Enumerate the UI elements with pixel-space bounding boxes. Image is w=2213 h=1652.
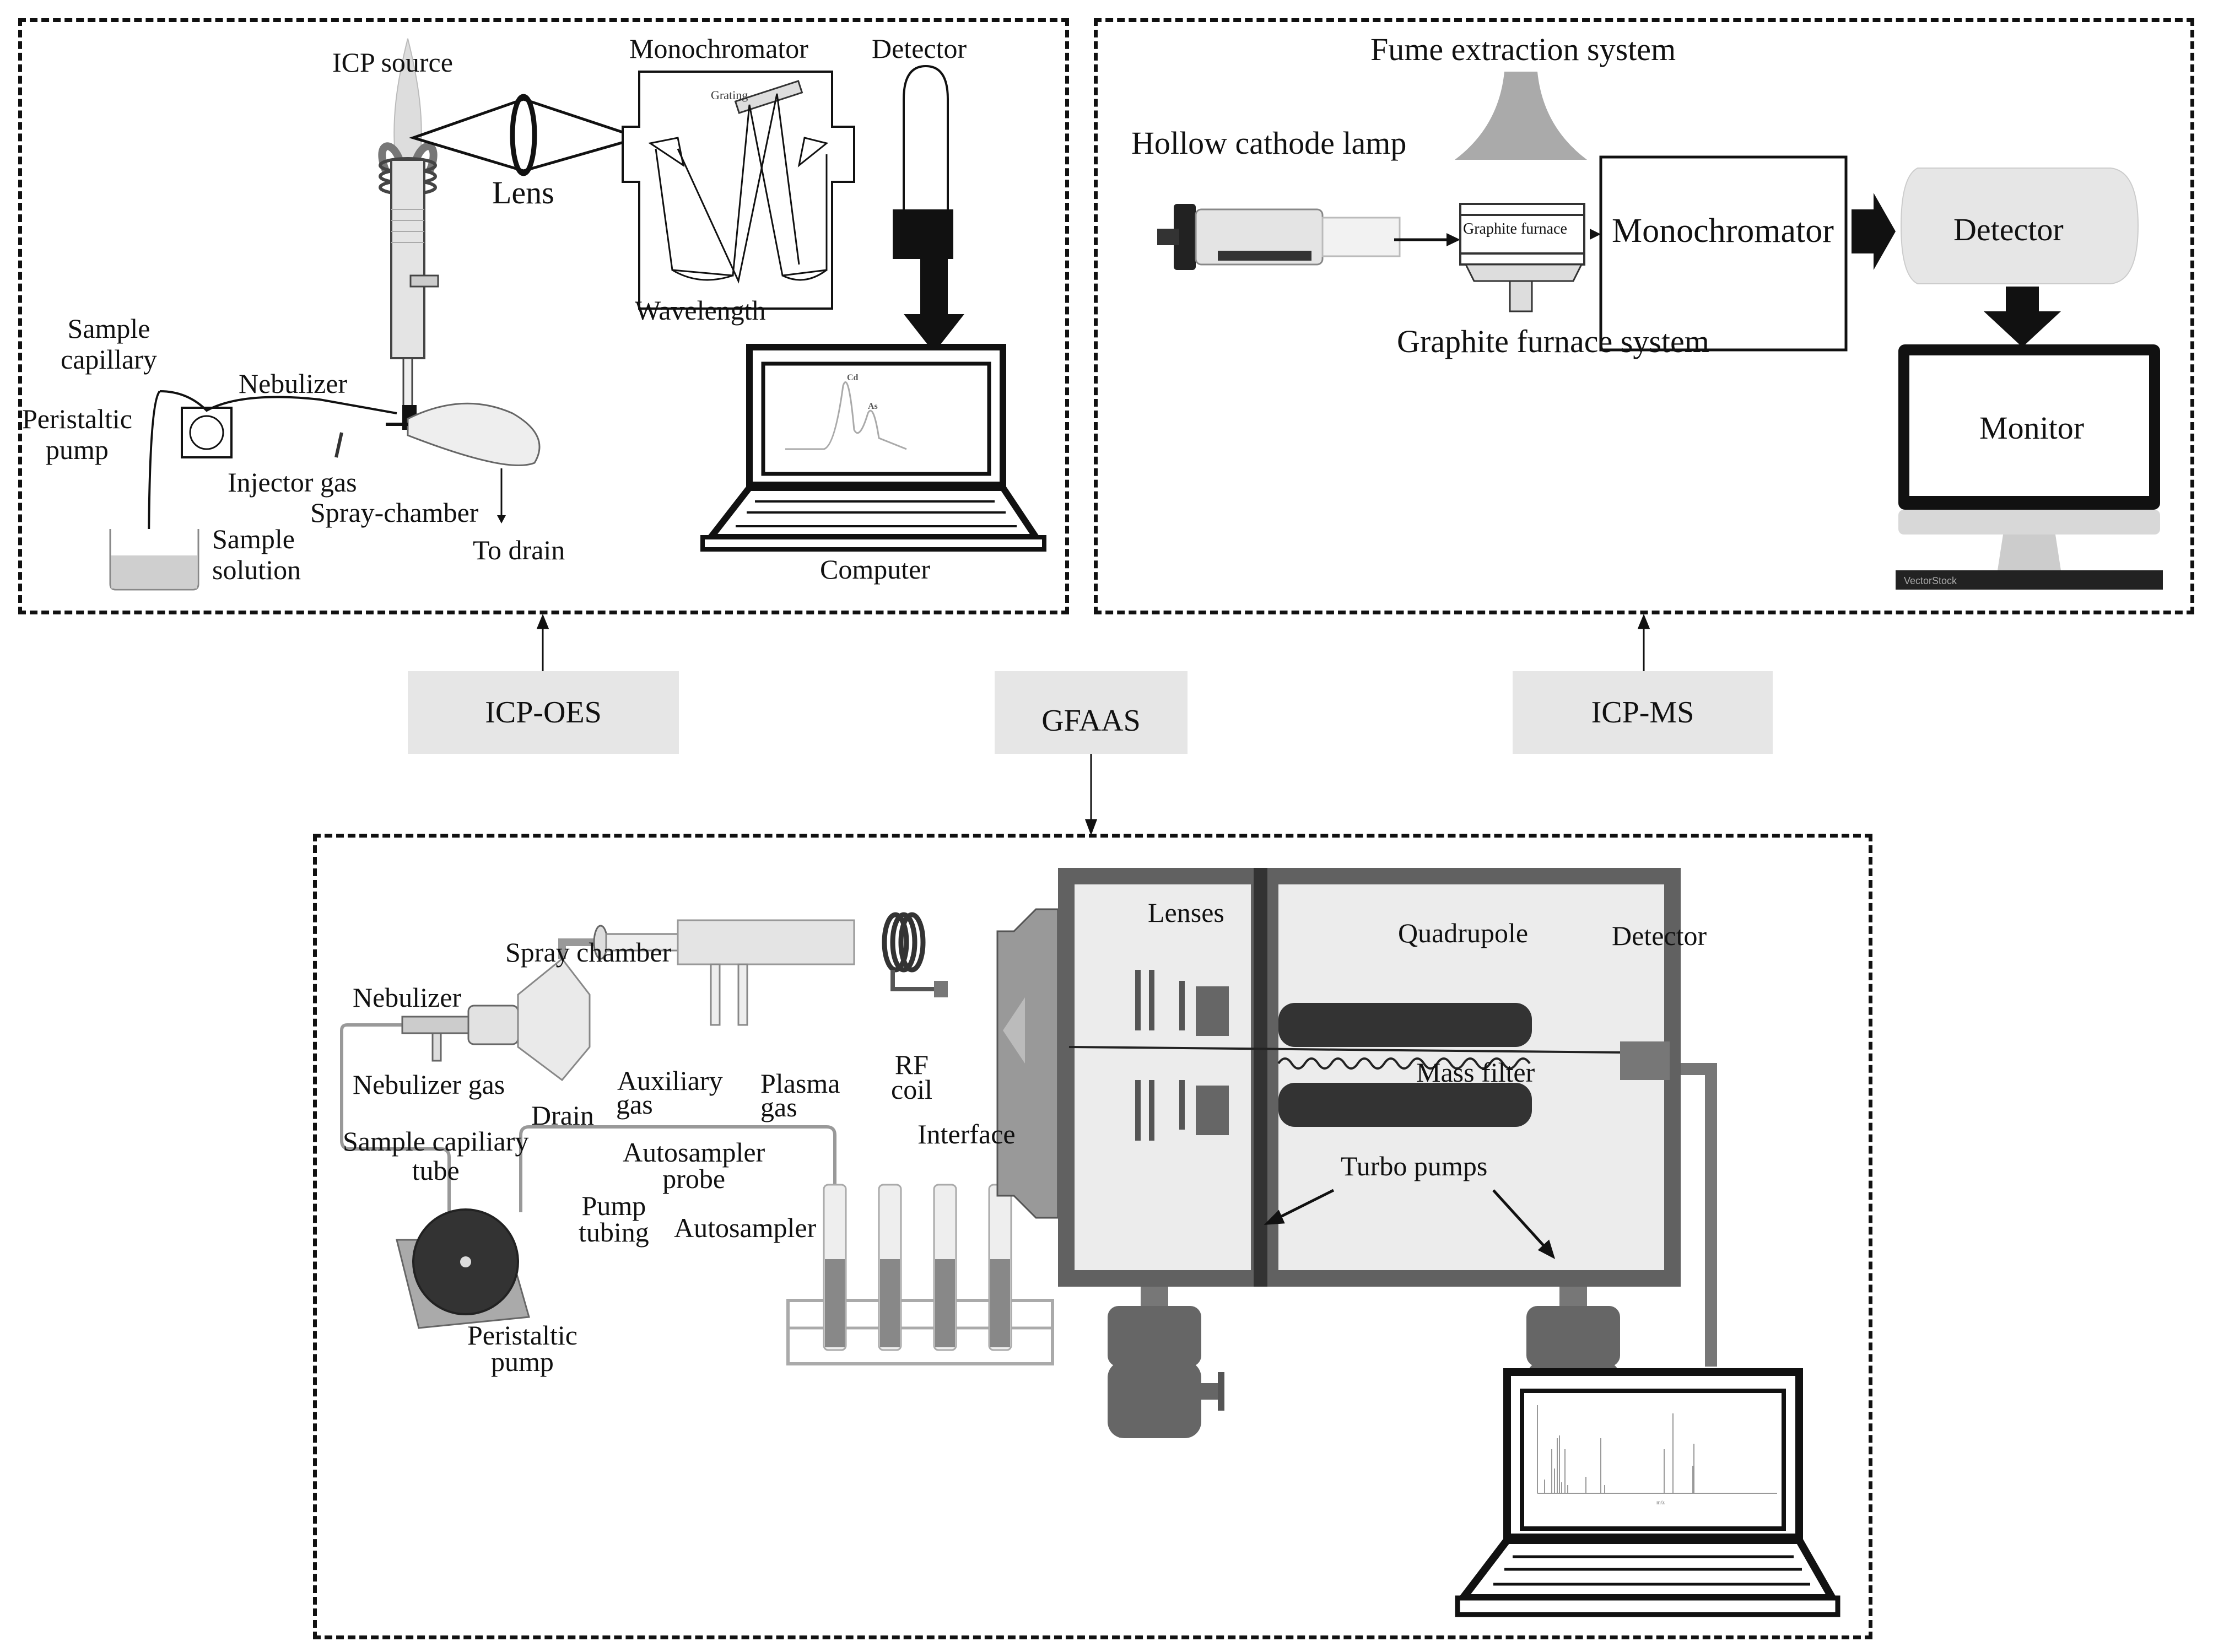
monitor-icon: VectorStock: [1896, 344, 2163, 590]
graphite-furnace-label: Graphite furnace: [1463, 220, 1567, 237]
computer-label: Computer: [820, 554, 930, 585]
sample-capillary-tube-label: Sample capiliary tube: [343, 1126, 529, 1186]
icp-torch: [378, 38, 439, 420]
icp-oes-panel: [18, 18, 1069, 614]
mass-spectrometer-body: [996, 868, 1717, 1367]
ms-computer-icon: m/z: [1455, 1368, 1840, 1617]
turbo-pumps-label: Turbo pumps: [1341, 1151, 1488, 1181]
gfaas-detector-label: Detector: [1953, 212, 2064, 247]
plasma-gas-label: Plasma gas: [760, 1068, 840, 1122]
oes-sample-intro: [109, 390, 541, 591]
monochromator-diagram: Grating: [622, 71, 855, 310]
monitor-brand: VectorStock: [1904, 575, 1957, 586]
monitor-label: Monitor: [1979, 410, 2085, 446]
autosampler-label: Autosampler: [674, 1212, 817, 1243]
sample-solution-label: Sample solution: [212, 523, 301, 585]
oes-detector: [893, 64, 964, 353]
interface-label: Interface: [917, 1119, 1016, 1149]
peristaltic-pump-label: Peristaltic pump: [22, 403, 132, 465]
sample-capillary-label: Sample capillary: [61, 313, 157, 375]
hollow-cathode-lamp-label: Hollow cathode lamp: [1131, 125, 1407, 161]
lamp-to-furnace-arrow: [1394, 233, 1460, 246]
ms-sample-intro: [340, 912, 1054, 1365]
icp-ms-panel: [313, 834, 1872, 1639]
grating-label: Grating: [711, 88, 748, 102]
fume-extraction-label: Fume extraction system: [1370, 31, 1676, 67]
ms-nebulizer-label: Nebulizer: [353, 982, 462, 1013]
gfaas-monochromator-box: [1590, 155, 1848, 352]
spray-chamber-label: Spray-chamber: [310, 497, 479, 528]
oes-detector-label: Detector: [872, 33, 967, 64]
cd-peak-label: Cd: [847, 373, 859, 382]
graphite-furnace-icon: [1459, 203, 1585, 312]
mass-filter-label: Mass filter: [1416, 1057, 1535, 1088]
oes-nebulizer-label: Nebulizer: [239, 368, 348, 399]
fume-hood-icon: [1455, 72, 1587, 160]
ms-detector-label: Detector: [1612, 920, 1707, 951]
gfaas-monochromator-label: Monochromator: [1612, 212, 1834, 250]
method-tag-icp-ms[interactable]: ICP-MS: [1513, 671, 1773, 754]
gfaas-detector-icon: [1900, 168, 2139, 284]
hollow-cathode-lamp-icon: [1157, 204, 1401, 270]
ms-nebulizer-gas-label: Nebulizer gas: [353, 1069, 505, 1100]
rf-coil-label: RF coil: [891, 1049, 932, 1105]
mono-to-detector-arrow: [1852, 193, 1896, 270]
gfaas-panel: [1094, 18, 2194, 614]
autosampler-probe-label: Autosampler probe: [623, 1137, 765, 1194]
to-drain-label: To drain: [473, 535, 565, 565]
quadrupole-label: Quadrupole: [1398, 917, 1529, 948]
ms-drain-label: Drain: [531, 1100, 594, 1131]
ms-peristaltic-pump-label: Peristaltic pump: [467, 1320, 577, 1377]
method-tag-gfaas[interactable]: GFAAS: [995, 671, 1188, 754]
auxiliary-gas-label: Auxiliary gas: [616, 1065, 723, 1120]
pump-tubing-label: Pump tubing: [579, 1190, 649, 1248]
ms-screen-ylabel: m/z: [1656, 1500, 1665, 1506]
graphite-furnace-system-label: Graphite furnace system: [1397, 323, 1709, 359]
wavelength-label: Wavelength: [635, 295, 766, 326]
injector-gas-label: Injector gas: [228, 467, 357, 498]
monochromator-label: Monochromator: [629, 33, 808, 64]
icp-source-label: ICP source: [332, 47, 453, 78]
lens-label: Lens: [492, 175, 554, 210]
detector-to-monitor-arrow: [1984, 287, 2061, 347]
lenses-label: Lenses: [1148, 897, 1224, 928]
ms-spray-chamber-label: Spray chamber: [505, 937, 672, 968]
oes-computer-icon: Cd As: [700, 344, 1046, 552]
method-tag-icp-oes[interactable]: ICP-OES: [408, 671, 679, 754]
as-peak-label: As: [868, 402, 878, 411]
turbo-pumps-arrows: [1264, 1189, 1556, 1259]
